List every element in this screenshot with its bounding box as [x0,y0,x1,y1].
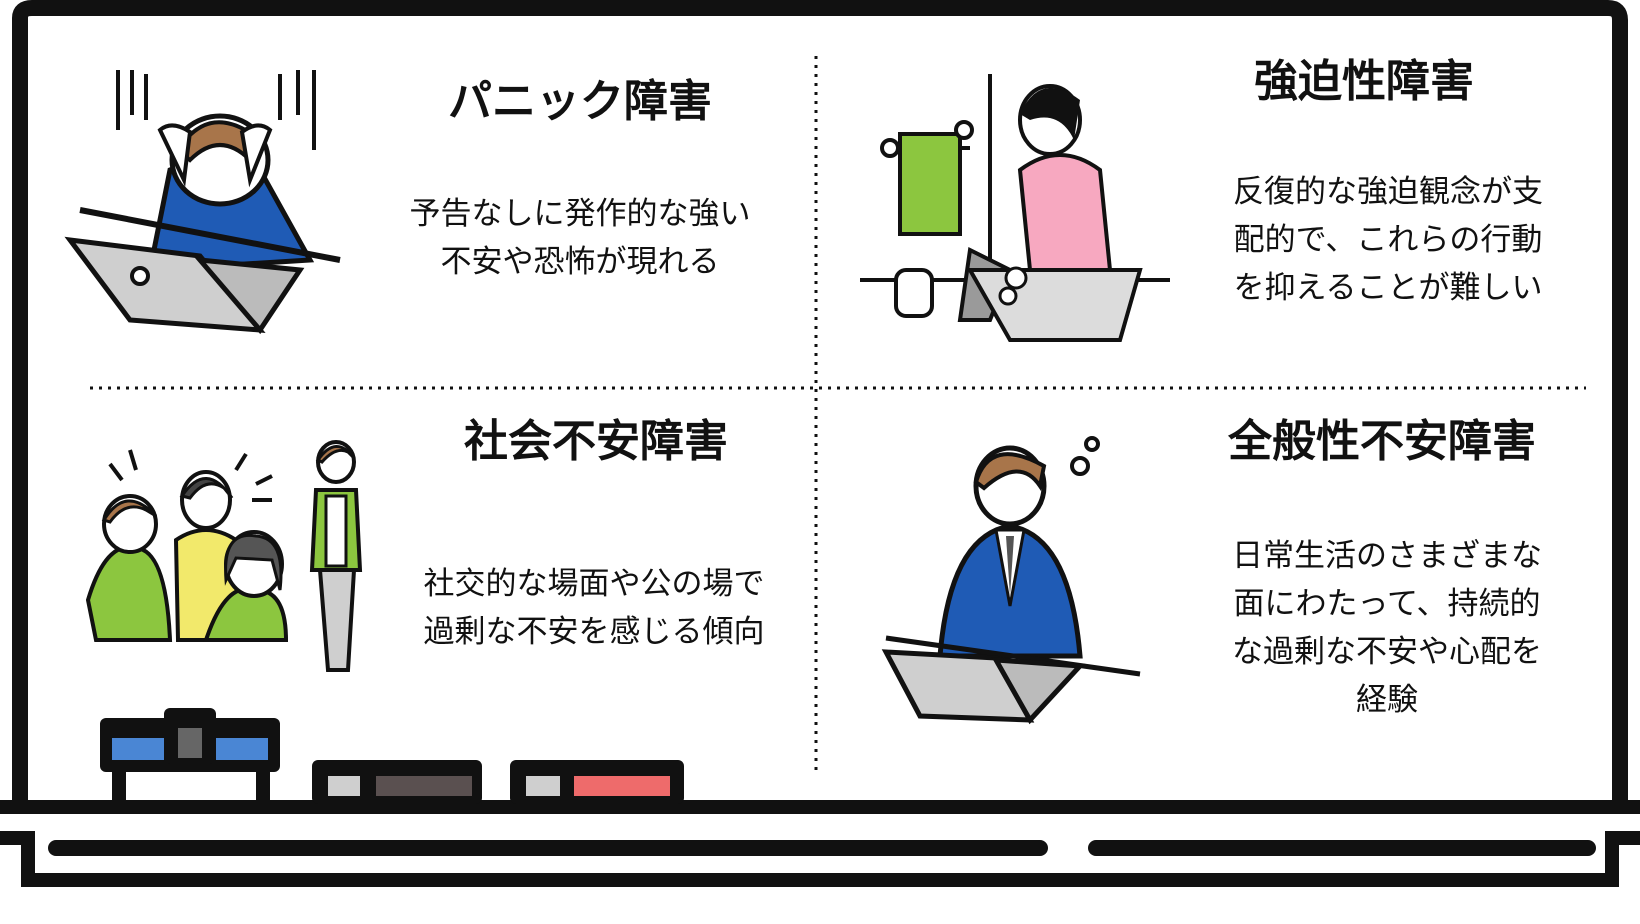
tray-body [0,831,1640,887]
desc-line: 予告なしに発作的な強い [409,196,751,232]
desc-line: 社交的な場面や公の場で [423,566,765,602]
desc-line: な過剰な不安や心配を [1232,634,1542,670]
worried-businessman-laptop-icon [881,436,1141,725]
desc-line: 日常生活のさまざまな [1232,538,1542,574]
panel-description: 反復的な強迫観念が支 配的で、これらの行動 を抑えることが難しい [1210,168,1566,312]
desc-line: 反復的な強迫観念が支 [1233,174,1543,210]
panel-description: 日常生活のさまざまな 面にわたって、持続的 な過剰な不安や心配を 経験 [1202,532,1572,724]
panel-title: 全般性不安障害 [1228,416,1536,467]
marker-gray-icon [312,760,482,804]
desc-line: 過剰な不安を感じる傾向 [423,614,765,650]
desc-line: 不安や恐怖が現れる [440,244,720,280]
woman-washing-hands-icon [860,74,1170,342]
tray-slot-right [1088,840,1596,856]
panel-title: 強迫性障害 [1254,56,1474,107]
eraser-icon [100,708,280,802]
desc-line: 経験 [1356,682,1418,718]
marker-red-icon [510,760,684,804]
people-group-conversation-icon [86,440,363,672]
board-border-top [12,0,1628,808]
panic-person-laptop-icon [64,70,341,335]
desc-line: 配的で、これらの行動 [1233,222,1543,258]
panel-title: 社会不安障害 [464,416,728,467]
desc-line: を抑えることが難しい [1233,270,1543,306]
tray-top-rail [0,800,1640,814]
tray-slot-left [48,840,1048,856]
panel-description: 予告なしに発作的な強い 不安や恐怖が現れる [380,190,780,286]
panel-title: パニック障害 [448,76,712,127]
desc-line: 面にわたって、持続的 [1233,586,1541,622]
panel-description: 社交的な場面や公の場で 過剰な不安を感じる傾向 [394,560,794,656]
